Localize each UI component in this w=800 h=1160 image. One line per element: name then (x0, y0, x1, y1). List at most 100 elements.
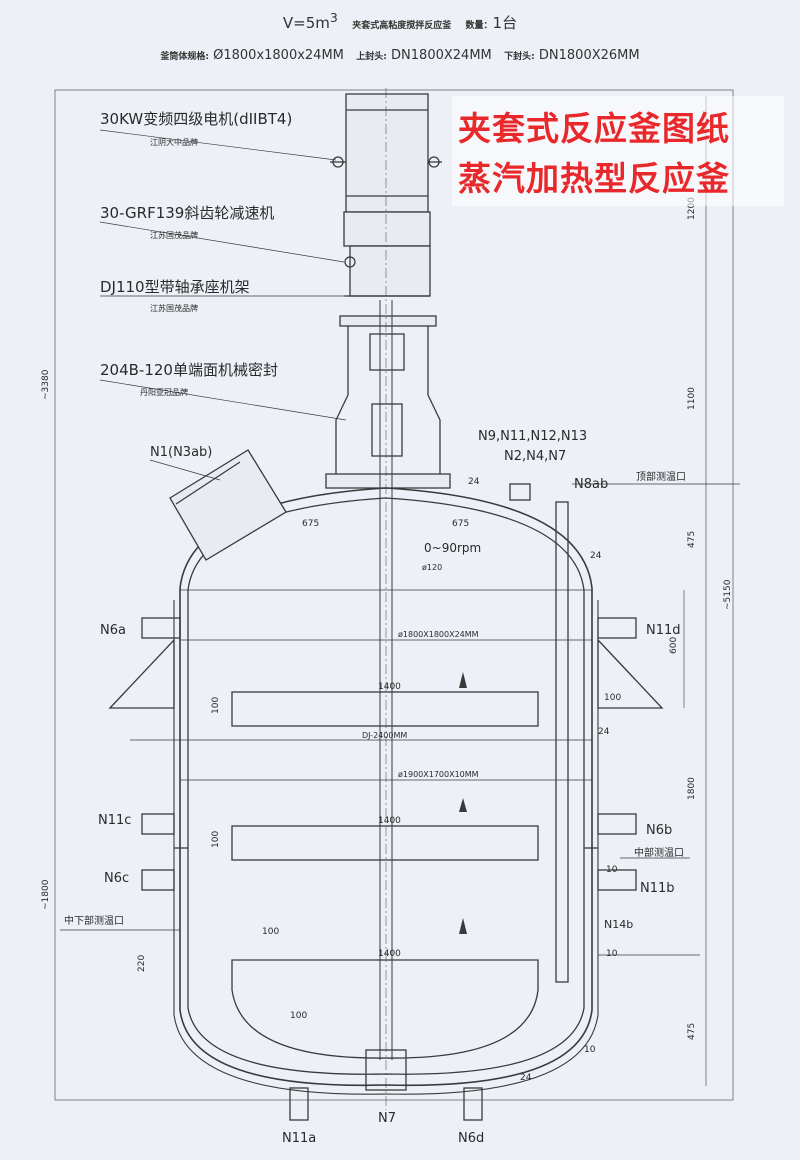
flow-arrows (459, 672, 467, 934)
label-reducer: 30-GRF139斜齿轮减速机 (100, 204, 274, 222)
nozzle-N6c (141, 869, 175, 891)
nozzle-N6a (141, 617, 181, 639)
dim-600: 600 (669, 637, 679, 654)
dim-left-1800: ~1800 (41, 879, 51, 910)
label-N11c: N11c (98, 813, 131, 828)
dim-100-b: 100 (211, 831, 221, 848)
upper-head-label: 上封头: (356, 52, 387, 62)
jacket (173, 600, 599, 1095)
spec-line: 釜筒体规格: Ø1800x1800x24MM 上封头: DN1800X24MM … (0, 48, 800, 63)
label-N11d: N11d (646, 623, 681, 638)
dim-100-c: 100 (262, 927, 279, 937)
dim-675-left: 675 (302, 519, 319, 529)
nozzle-N7 (365, 1049, 407, 1091)
dim-1200: 1200 (687, 197, 697, 220)
label-N11b: N11b (640, 881, 675, 896)
dim-1100: 1100 (687, 387, 697, 410)
temp-probe (555, 501, 569, 983)
dim-total-right: ~5150 (723, 579, 733, 610)
dim-rpm: 0~90rpm (424, 541, 481, 555)
blade-1 (231, 691, 539, 727)
label-frame: DJ110型带轴承座机架 (100, 278, 250, 296)
dim-100-d: 100 (290, 1011, 307, 1021)
mechanical-seal (371, 403, 403, 457)
shell-wall (179, 588, 593, 1087)
blade-2 (231, 825, 539, 861)
nozzle-labels: N1(N3ab) N9,N11,N12,N13 N2,N4,N7 N8ab 顶部… (64, 429, 686, 1146)
nozzle-N11c (141, 813, 175, 835)
dim-24-c: 24 (598, 727, 610, 737)
label-N8ab: N8ab (574, 477, 608, 492)
dim-shaft: ø120 (422, 563, 442, 572)
arrow-up-low (459, 918, 467, 934)
lower-head-label: 下封头: (504, 52, 535, 62)
title-line: V=5m3 夹套式高粘度搅拌反应釜 数量：1台 (0, 10, 800, 33)
support-lug-left (108, 638, 175, 709)
dim-10-c: 10 (584, 1045, 596, 1055)
label-reducer-brand: 江苏国茂品牌 (150, 230, 198, 240)
label-top-group2: N2,N4,N7 (504, 449, 566, 464)
label-mid-temp: 中部测温口 (634, 846, 684, 859)
label-N6b: N6b (646, 823, 672, 838)
dim-24-a: 24 (468, 477, 480, 487)
label-motor-brand: 江阴大中品牌 (150, 137, 198, 147)
frame-lines (54, 89, 734, 1101)
dim-475-b: 475 (687, 1023, 697, 1040)
label-N6d: N6d (458, 1131, 484, 1146)
upper-head: DN1800X24MM (391, 48, 492, 63)
dim-220: 220 (137, 955, 147, 972)
dim-475-a: 475 (687, 531, 697, 548)
nozzle-N6b (597, 813, 637, 835)
label-frame-brand: 江苏国茂品牌 (150, 303, 198, 313)
spec-label: 釜筒体规格: (160, 52, 209, 62)
dim-blade-2: 1400 (378, 816, 401, 826)
dim-blade-1: 1400 (378, 682, 401, 692)
dim-1800-right: 1800 (687, 777, 697, 800)
nozzle-N11b (597, 869, 637, 891)
dim-shell: ø1800X1800X24MM (398, 630, 479, 639)
arrow-up (459, 798, 467, 812)
frame-top-plate (339, 315, 437, 327)
label-N6c: N6c (104, 871, 129, 886)
motor-body (345, 93, 429, 213)
spec-body: Ø1800x1800x24MM (213, 48, 344, 63)
dim-100-e: 100 (604, 693, 621, 703)
label-N6a: N6a (100, 623, 126, 638)
dim-10-a: 10 (606, 865, 618, 875)
label-top-group1: N9,N11,N12,N13 (478, 429, 587, 444)
volume-superscript: 3 (329, 10, 338, 25)
label-top-temp: 顶部测温口 (636, 470, 686, 483)
dim-24-d: 24 (520, 1073, 532, 1083)
nozzle-N6d (463, 1087, 483, 1121)
quantity-label: 数量： (465, 21, 493, 31)
label-motor: 30KW变频四级电机(dIIBT4) (100, 110, 292, 128)
volume: V=5m (282, 14, 330, 32)
coupling (369, 333, 405, 371)
dim-dj: DJ-2400MM (362, 731, 407, 740)
anchor-blade (231, 959, 539, 1059)
dim-total-left: ~3380 (41, 369, 51, 400)
product-name: 夹套式高粘度搅拌反应釜 (352, 21, 452, 31)
label-N7: N7 (378, 1111, 396, 1126)
arrow-down (459, 672, 467, 688)
dim-jacket: ø1900X1700X10MM (398, 770, 479, 779)
dim-10-b: 10 (606, 949, 618, 959)
dim-100-a: 100 (211, 697, 221, 714)
dimension-labels: 675 675 0~90rpm ø120 ø1800X1800X24MM ø19… (41, 197, 733, 1083)
component-labels: 30KW变频四级电机(dIIBT4) 江阴大中品牌 30-GRF139斜齿轮减速… (100, 110, 292, 397)
label-N14b: N14b (604, 918, 633, 931)
geometry (54, 88, 740, 1121)
label-seal: 204B-120单端面机械密封 (100, 361, 278, 379)
dim-675-right: 675 (452, 519, 469, 529)
label-seal-brand: 丹阳亚冠品牌 (140, 387, 188, 397)
nozzle-N11d (597, 617, 637, 639)
banner-line-1: 夹套式反应釜图纸 (458, 109, 730, 148)
nozzle-N11a (289, 1087, 309, 1121)
lower-head: DN1800X26MM (538, 48, 640, 63)
reducer-body (343, 211, 431, 247)
nozzle-top-group (509, 483, 531, 501)
reducer-bolt (344, 256, 356, 268)
quantity: 1台 (492, 14, 518, 32)
label-N11a: N11a (282, 1131, 316, 1146)
